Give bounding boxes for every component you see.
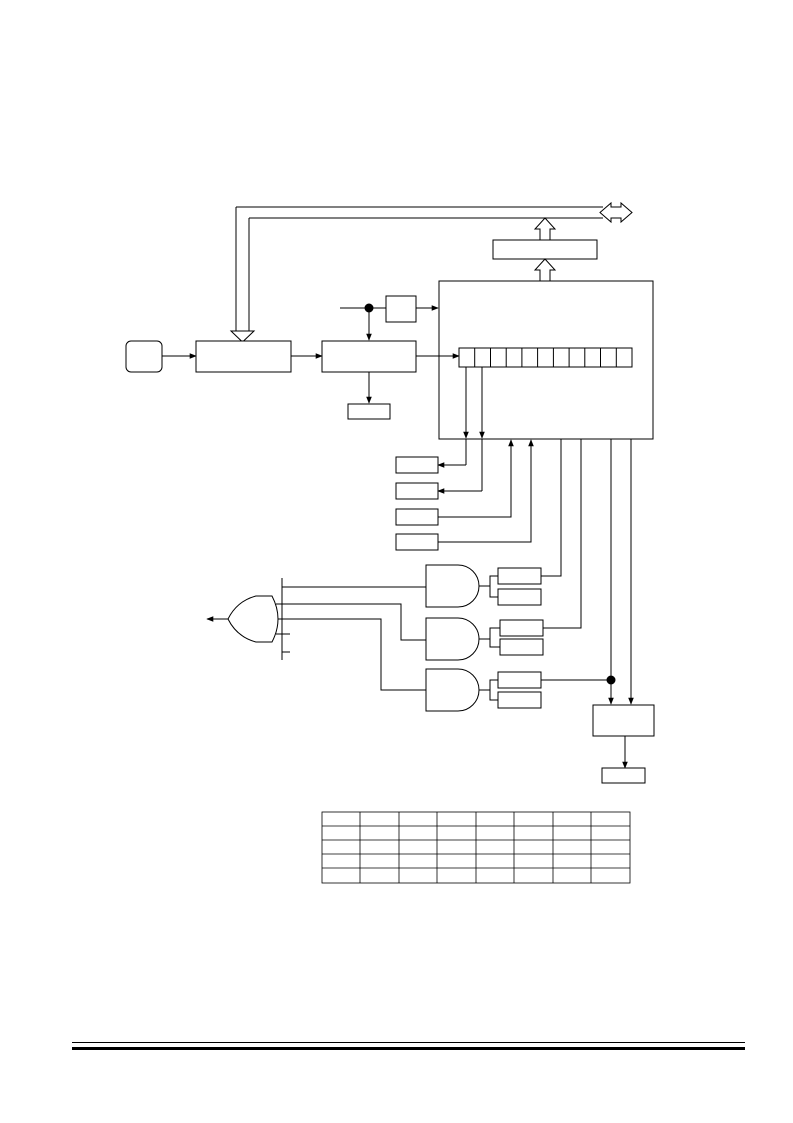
gate-input-box-3a xyxy=(497,671,542,689)
gate-input-box-2b xyxy=(499,638,544,656)
data-bus-arrow xyxy=(599,201,633,224)
or-gate xyxy=(227,595,279,643)
flag-3-line xyxy=(438,439,514,518)
and-gate-2 xyxy=(425,617,480,661)
register-up-arrow xyxy=(533,258,557,282)
and-gate-3 xyxy=(425,668,480,712)
bus-buffer-block xyxy=(492,239,598,260)
output-junction-dot xyxy=(606,675,616,685)
flag-box-4 xyxy=(395,533,439,551)
gate-input-box-3b xyxy=(497,691,542,709)
prescaler-block xyxy=(195,340,292,373)
output-pin-box xyxy=(601,767,646,784)
sync-box xyxy=(385,295,417,323)
timer-output-box xyxy=(347,403,391,420)
footer-rule-thick xyxy=(72,1047,745,1050)
oscillator-input-box xyxy=(125,340,163,373)
flag-box-2 xyxy=(395,482,439,500)
gate-input-box-1b xyxy=(497,588,542,606)
timer-counter-block xyxy=(321,340,417,373)
bus-down-arrow xyxy=(229,330,256,343)
flag-box-1 xyxy=(395,456,439,474)
footer-rule-thin xyxy=(72,1042,745,1043)
flag-box-3 xyxy=(395,508,439,526)
gate-input-box-2a xyxy=(499,619,544,637)
data-bus xyxy=(229,201,633,343)
empty-table xyxy=(321,811,631,884)
bus-buffer-up-arrow xyxy=(533,217,557,241)
flag-4-line xyxy=(438,439,534,543)
and-gate-1 xyxy=(425,564,480,608)
register-bit-cells xyxy=(458,347,633,368)
output-logic-block xyxy=(592,704,655,737)
gate-input-box-1a xyxy=(497,567,542,585)
